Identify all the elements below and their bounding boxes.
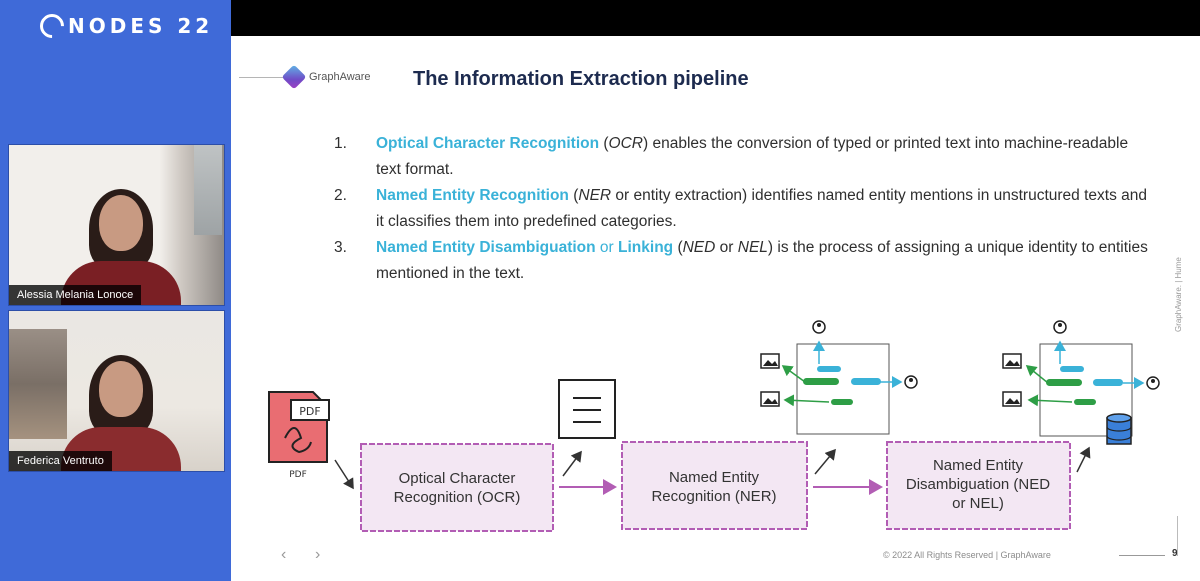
previous-slide-button[interactable]: ‹ [281,546,287,563]
pdf-caption: PDF [289,470,307,480]
video-background-window [194,145,222,235]
abbreviation: NED [682,239,716,256]
text-fragment: ) is the process of assigning a unique i… [376,239,1148,282]
ned-box: Named Entity Disambiguation (NED or NEL) [886,441,1071,530]
header-rule [239,77,301,78]
list-item: 3. Named Entity Disambiguation or Linkin… [334,235,1154,287]
nodes-brand-text: NODES 22 [68,14,214,38]
arrow-ocr-to-text [562,450,582,477]
term-highlight: Named Entity Recognition [376,187,569,204]
text-fragment: ( [599,135,609,152]
term-highlight: Linking [618,239,674,256]
ner-entities-panel [760,320,918,435]
participant-video-1[interactable]: Alessia Melania Lonoce [8,144,225,306]
arrow-ned-to-entities [1076,446,1091,473]
pipeline-diagram: PDF PDF Optical Character Recognition (O… [268,320,1160,532]
ner-box-line2: Recognition (NER) [651,488,776,505]
graphaware-mark-icon [281,64,307,90]
next-slide-button[interactable]: › [315,546,321,563]
list-item: 1. Optical Character Recognition (OCR) e… [334,131,1154,183]
text-fragment: ) enables the conversion of typed or pri… [376,135,1129,178]
term-highlight: Optical Character Recognition [376,135,600,152]
list-number: 1. [334,135,347,152]
presentation-slide: GraphAware The Information Extraction pi… [231,36,1200,581]
side-brand-text: GraphAware. | Hume [1174,257,1183,332]
arrow-pdf-to-ocr [334,459,354,490]
ocr-box: Optical Character Recognition (OCR) [360,443,554,532]
text-fragment: or [715,239,738,256]
text-fragment: or [595,239,619,256]
graphaware-logo: GraphAware [281,64,371,90]
ner-box-line1: Named Entity [669,469,760,486]
ned-box-line2: Disambiguation (NED [906,476,1050,493]
slide-footer: © 2022 All Rights Reserved | GraphAware [883,550,1051,560]
list-number: 3. [334,239,347,256]
ner-box: Named Entity Recognition (NER) [621,441,808,530]
ned-box-line3: or NEL) [952,495,1004,512]
conference-sidebar: NODES 22 Alessia Melania Lonoce Federica… [0,0,232,581]
pipeline-list: 1. Optical Character Recognition (OCR) e… [334,131,1154,287]
participant-name-tag: Federica Ventruto [9,451,112,471]
term-highlight: Named Entity Disambiguation [376,239,596,256]
ned-box-line1: Named Entity [933,457,1024,474]
list-item: 2. Named Entity Recognition (NER or enti… [334,183,1154,235]
slide-page-number: 9 [1172,548,1178,559]
pdf-icon: PDF PDF [268,391,330,480]
slide-title: The Information Extraction pipeline [413,68,749,90]
graphaware-logo-text: GraphAware [309,71,371,83]
arrow-ner-to-entities [814,448,836,475]
footer-rule [1119,555,1165,556]
ocr-box-line1: Optical Character [399,470,516,487]
participant-video-2[interactable]: Federica Ventruto [8,310,225,472]
nodes-ring-icon [35,9,69,43]
side-rule [1177,516,1178,556]
text-fragment: ( [568,187,579,204]
abbreviation: OCR [608,135,643,152]
pdf-icon-label: PDF [299,405,320,418]
text-fragment: ( [673,239,683,256]
ned-entities-panel [1002,320,1160,445]
ocr-box-line2: Recognition (OCR) [394,489,521,506]
slide-top-bar [231,0,1200,36]
list-number: 2. [334,187,347,204]
database-icon [1106,413,1132,445]
text-document-icon [558,379,616,439]
nodes-logo: NODES 22 [35,8,214,44]
video-background-city [9,329,67,439]
abbreviation: NEL [737,239,768,256]
participant-name-tag: Alessia Melania Lonoce [9,285,142,305]
abbreviation: NER [578,187,612,204]
text-fragment: or entity extraction) identifies named e… [376,187,1147,230]
